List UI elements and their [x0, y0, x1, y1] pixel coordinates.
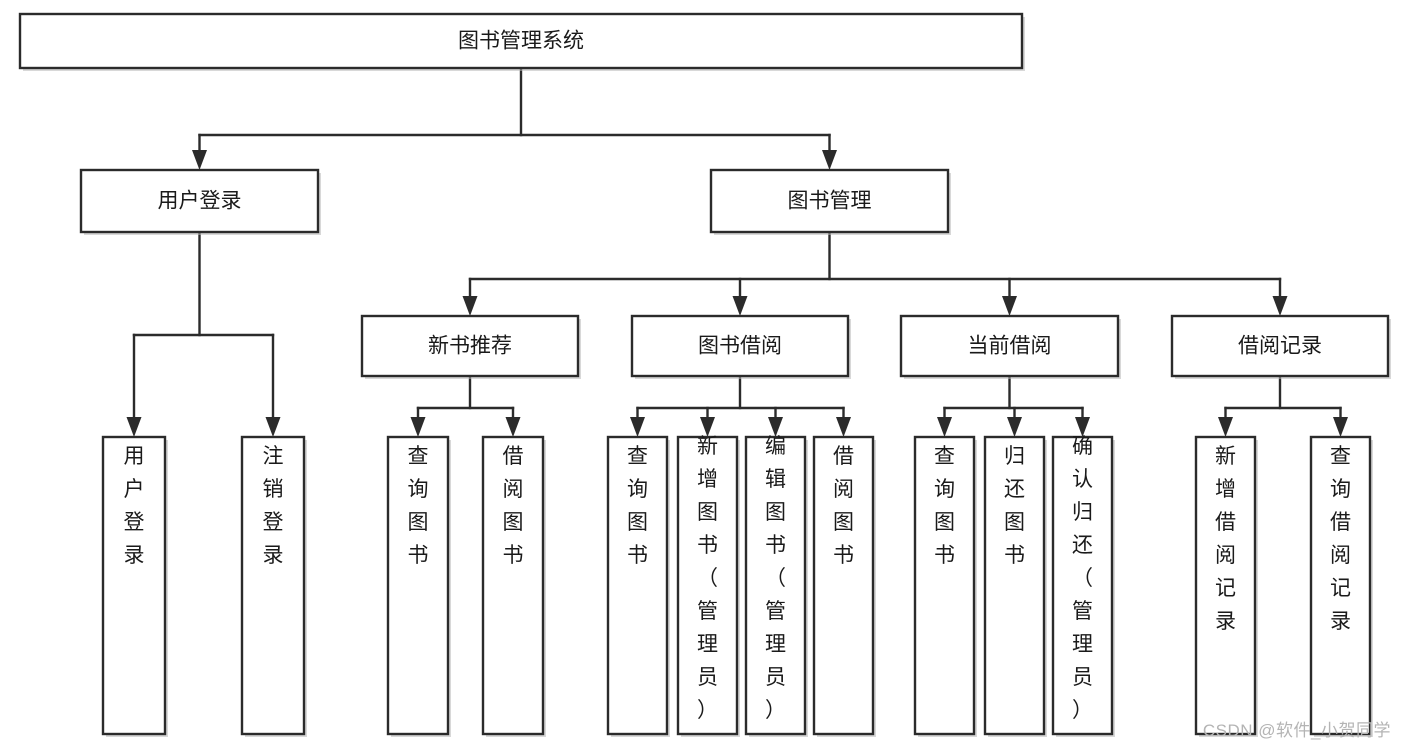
- node-l3_9[interactable]: 归还图书: [983, 435, 1047, 737]
- edge-group-root: [192, 66, 837, 170]
- node-box[interactable]: [606, 435, 669, 736]
- node-label: 查询图书: [627, 445, 648, 567]
- node-l2_2[interactable]: 当前借阅: [899, 314, 1121, 379]
- node-box[interactable]: [899, 314, 1120, 378]
- node-l3_11[interactable]: 新增借阅记录: [1194, 435, 1258, 737]
- nodes-layer: 图书管理系统用户登录图书管理新书推荐图书借阅当前借阅借阅记录用户登录注销登录查询…: [18, 12, 1391, 737]
- node-label: 新增图书（管理员）: [697, 435, 718, 722]
- node-l3_3[interactable]: 借阅图书: [481, 435, 546, 737]
- node-box[interactable]: [1194, 435, 1257, 736]
- node-l2_3[interactable]: 借阅记录: [1170, 314, 1391, 379]
- node-l3_0[interactable]: 用户登录: [101, 435, 168, 737]
- node-box[interactable]: [1051, 435, 1114, 736]
- node-label: 当前借阅: [968, 335, 1052, 358]
- node-label: 新增借阅记录: [1215, 445, 1236, 633]
- edge-group-l1_1: [462, 230, 1288, 316]
- node-box[interactable]: [630, 314, 850, 378]
- node-l3_12[interactable]: 查询借阅记录: [1309, 435, 1373, 737]
- node-l3_7[interactable]: 借阅图书: [812, 435, 876, 737]
- node-l3_6[interactable]: 编辑图书（管理员）: [744, 435, 808, 737]
- node-l3_1[interactable]: 注销登录: [240, 435, 307, 737]
- node-l3_2[interactable]: 查询图书: [386, 435, 451, 737]
- node-root[interactable]: 图书管理系统: [18, 12, 1025, 71]
- node-label: 借阅记录: [1238, 335, 1322, 358]
- node-box[interactable]: [676, 435, 739, 736]
- node-box[interactable]: [913, 435, 976, 736]
- node-l1_1[interactable]: 图书管理: [709, 168, 951, 235]
- node-l3_10[interactable]: 确认归还（管理员）: [1051, 435, 1115, 737]
- node-label: 编辑图书（管理员）: [765, 435, 786, 722]
- node-l2_1[interactable]: 图书借阅: [630, 314, 851, 379]
- csdn-watermark: CSDN @软件_小贺同学: [1202, 721, 1391, 740]
- node-box[interactable]: [709, 168, 950, 234]
- node-l1_0[interactable]: 用户登录: [79, 168, 321, 235]
- node-box[interactable]: [1309, 435, 1372, 736]
- node-label: 用户登录: [158, 190, 242, 213]
- node-label: 注销登录: [263, 445, 284, 567]
- node-label: 新书推荐: [428, 335, 512, 358]
- node-box[interactable]: [18, 12, 1024, 70]
- node-label: 查询图书: [934, 445, 955, 567]
- node-label: 图书管理系统: [458, 30, 584, 53]
- node-l2_0[interactable]: 新书推荐: [360, 314, 581, 379]
- node-box[interactable]: [79, 168, 320, 234]
- node-l3_8[interactable]: 查询图书: [913, 435, 977, 737]
- node-box[interactable]: [101, 435, 167, 736]
- node-box[interactable]: [983, 435, 1046, 736]
- node-l3_5[interactable]: 新增图书（管理员）: [676, 435, 740, 737]
- edge-group-l1_0: [126, 230, 281, 437]
- node-label: 确认归还（管理员）: [1072, 435, 1093, 722]
- node-label: 图书管理: [788, 190, 872, 213]
- node-label: 借阅图书: [503, 445, 524, 567]
- edge-group-l2_2: [937, 374, 1090, 437]
- node-box[interactable]: [744, 435, 807, 736]
- node-box[interactable]: [481, 435, 545, 736]
- node-label: 归还图书: [1004, 445, 1025, 567]
- edges-layer: [126, 66, 1348, 437]
- node-label: 借阅图书: [833, 445, 854, 567]
- node-box[interactable]: [386, 435, 450, 736]
- node-label: 查询借阅记录: [1330, 445, 1351, 633]
- node-label: 查询图书: [408, 445, 429, 567]
- node-box[interactable]: [360, 314, 580, 378]
- node-box[interactable]: [1170, 314, 1390, 378]
- edge-group-l2_0: [410, 374, 521, 437]
- node-label: 用户登录: [124, 445, 145, 567]
- edge-group-l2_1: [630, 374, 851, 437]
- node-box[interactable]: [812, 435, 875, 736]
- edge-group-l2_3: [1218, 374, 1348, 437]
- node-label: 图书借阅: [698, 335, 782, 358]
- node-box[interactable]: [240, 435, 306, 736]
- node-l3_4[interactable]: 查询图书: [606, 435, 670, 737]
